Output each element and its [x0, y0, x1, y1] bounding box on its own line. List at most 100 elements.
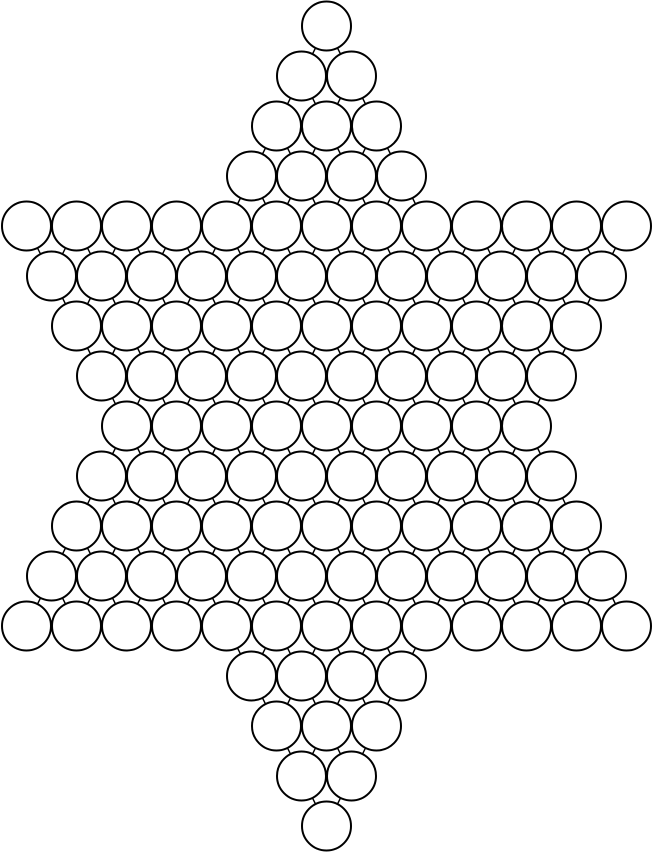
board-hole[interactable] [276, 650, 327, 702]
board-hole[interactable] [301, 800, 352, 852]
board-hole[interactable] [501, 300, 552, 352]
board-hole[interactable] [451, 400, 502, 452]
board-hole[interactable] [76, 450, 127, 502]
board-hole[interactable] [126, 550, 177, 602]
board-hole[interactable] [551, 200, 602, 252]
board-hole[interactable] [301, 700, 352, 752]
board-hole[interactable] [276, 150, 327, 202]
board-hole[interactable] [51, 200, 102, 252]
board-hole[interactable] [451, 600, 502, 652]
board-hole[interactable] [451, 300, 502, 352]
board-hole[interactable] [501, 400, 552, 452]
board-hole[interactable] [51, 300, 102, 352]
board-hole[interactable] [601, 200, 652, 252]
board-hole[interactable] [76, 550, 127, 602]
board-hole[interactable] [351, 100, 402, 152]
board-hole[interactable] [401, 500, 452, 552]
board-hole[interactable] [151, 500, 202, 552]
board-hole[interactable] [351, 300, 402, 352]
board-hole[interactable] [226, 550, 277, 602]
board-hole[interactable] [551, 600, 602, 652]
board-hole[interactable] [251, 200, 302, 252]
board-hole[interactable] [101, 300, 152, 352]
board-hole[interactable] [126, 350, 177, 402]
board-hole[interactable] [226, 650, 277, 702]
board-hole[interactable] [201, 200, 252, 252]
board-hole[interactable] [226, 350, 277, 402]
board-hole[interactable] [151, 600, 202, 652]
board-hole[interactable] [376, 450, 427, 502]
board-hole[interactable] [26, 550, 77, 602]
board-hole[interactable] [426, 350, 477, 402]
board-hole[interactable] [301, 100, 352, 152]
board-hole[interactable] [201, 500, 252, 552]
board-hole[interactable] [351, 400, 402, 452]
board-hole[interactable] [376, 650, 427, 702]
board-hole[interactable] [151, 400, 202, 452]
board-hole[interactable] [401, 200, 452, 252]
board-hole[interactable] [401, 300, 452, 352]
board-hole[interactable] [426, 450, 477, 502]
board-hole[interactable] [326, 50, 377, 102]
board-hole[interactable] [426, 550, 477, 602]
board-hole[interactable] [301, 400, 352, 452]
board-hole[interactable] [476, 250, 527, 302]
board-hole[interactable] [476, 350, 527, 402]
board-hole[interactable] [276, 450, 327, 502]
board-hole[interactable] [326, 450, 377, 502]
board-hole[interactable] [201, 400, 252, 452]
board-hole[interactable] [226, 250, 277, 302]
board-hole[interactable] [326, 150, 377, 202]
board-hole[interactable] [401, 600, 452, 652]
board-hole[interactable] [576, 550, 627, 602]
board-hole[interactable] [201, 300, 252, 352]
board-hole[interactable] [301, 200, 352, 252]
board-hole[interactable] [551, 500, 602, 552]
board-hole[interactable] [326, 550, 377, 602]
board-hole[interactable] [401, 400, 452, 452]
board-hole[interactable] [276, 750, 327, 802]
board-hole[interactable] [501, 500, 552, 552]
board-hole[interactable] [251, 600, 302, 652]
board-hole[interactable] [351, 700, 402, 752]
board-hole[interactable] [451, 200, 502, 252]
board-hole[interactable] [376, 150, 427, 202]
board-hole[interactable] [476, 550, 527, 602]
board-hole[interactable] [201, 600, 252, 652]
board-hole[interactable] [501, 600, 552, 652]
board-hole[interactable] [551, 300, 602, 352]
board-hole[interactable] [251, 500, 302, 552]
board-hole[interactable] [1, 600, 52, 652]
board-hole[interactable] [101, 500, 152, 552]
board-hole[interactable] [1, 200, 52, 252]
board-hole[interactable] [251, 700, 302, 752]
board-hole[interactable] [601, 600, 652, 652]
board-hole[interactable] [376, 250, 427, 302]
board-hole[interactable] [176, 350, 227, 402]
board-hole[interactable] [376, 350, 427, 402]
board-hole[interactable] [376, 550, 427, 602]
board-hole[interactable] [276, 50, 327, 102]
board-hole[interactable] [526, 350, 577, 402]
board-hole[interactable] [126, 250, 177, 302]
board-hole[interactable] [176, 450, 227, 502]
board-hole[interactable] [176, 550, 227, 602]
board-hole[interactable] [226, 450, 277, 502]
board-hole[interactable] [226, 150, 277, 202]
board-hole[interactable] [126, 450, 177, 502]
board-hole[interactable] [526, 450, 577, 502]
board-hole[interactable] [76, 350, 127, 402]
board-hole[interactable] [151, 300, 202, 352]
board-hole[interactable] [251, 100, 302, 152]
board-hole[interactable] [301, 600, 352, 652]
board-hole[interactable] [351, 600, 402, 652]
board-hole[interactable] [576, 250, 627, 302]
board-hole[interactable] [351, 500, 402, 552]
board-hole[interactable] [301, 0, 352, 52]
board-hole[interactable] [51, 600, 102, 652]
board-hole[interactable] [51, 500, 102, 552]
board-hole[interactable] [476, 450, 527, 502]
board-hole[interactable] [251, 400, 302, 452]
board-hole[interactable] [276, 350, 327, 402]
board-hole[interactable] [101, 200, 152, 252]
